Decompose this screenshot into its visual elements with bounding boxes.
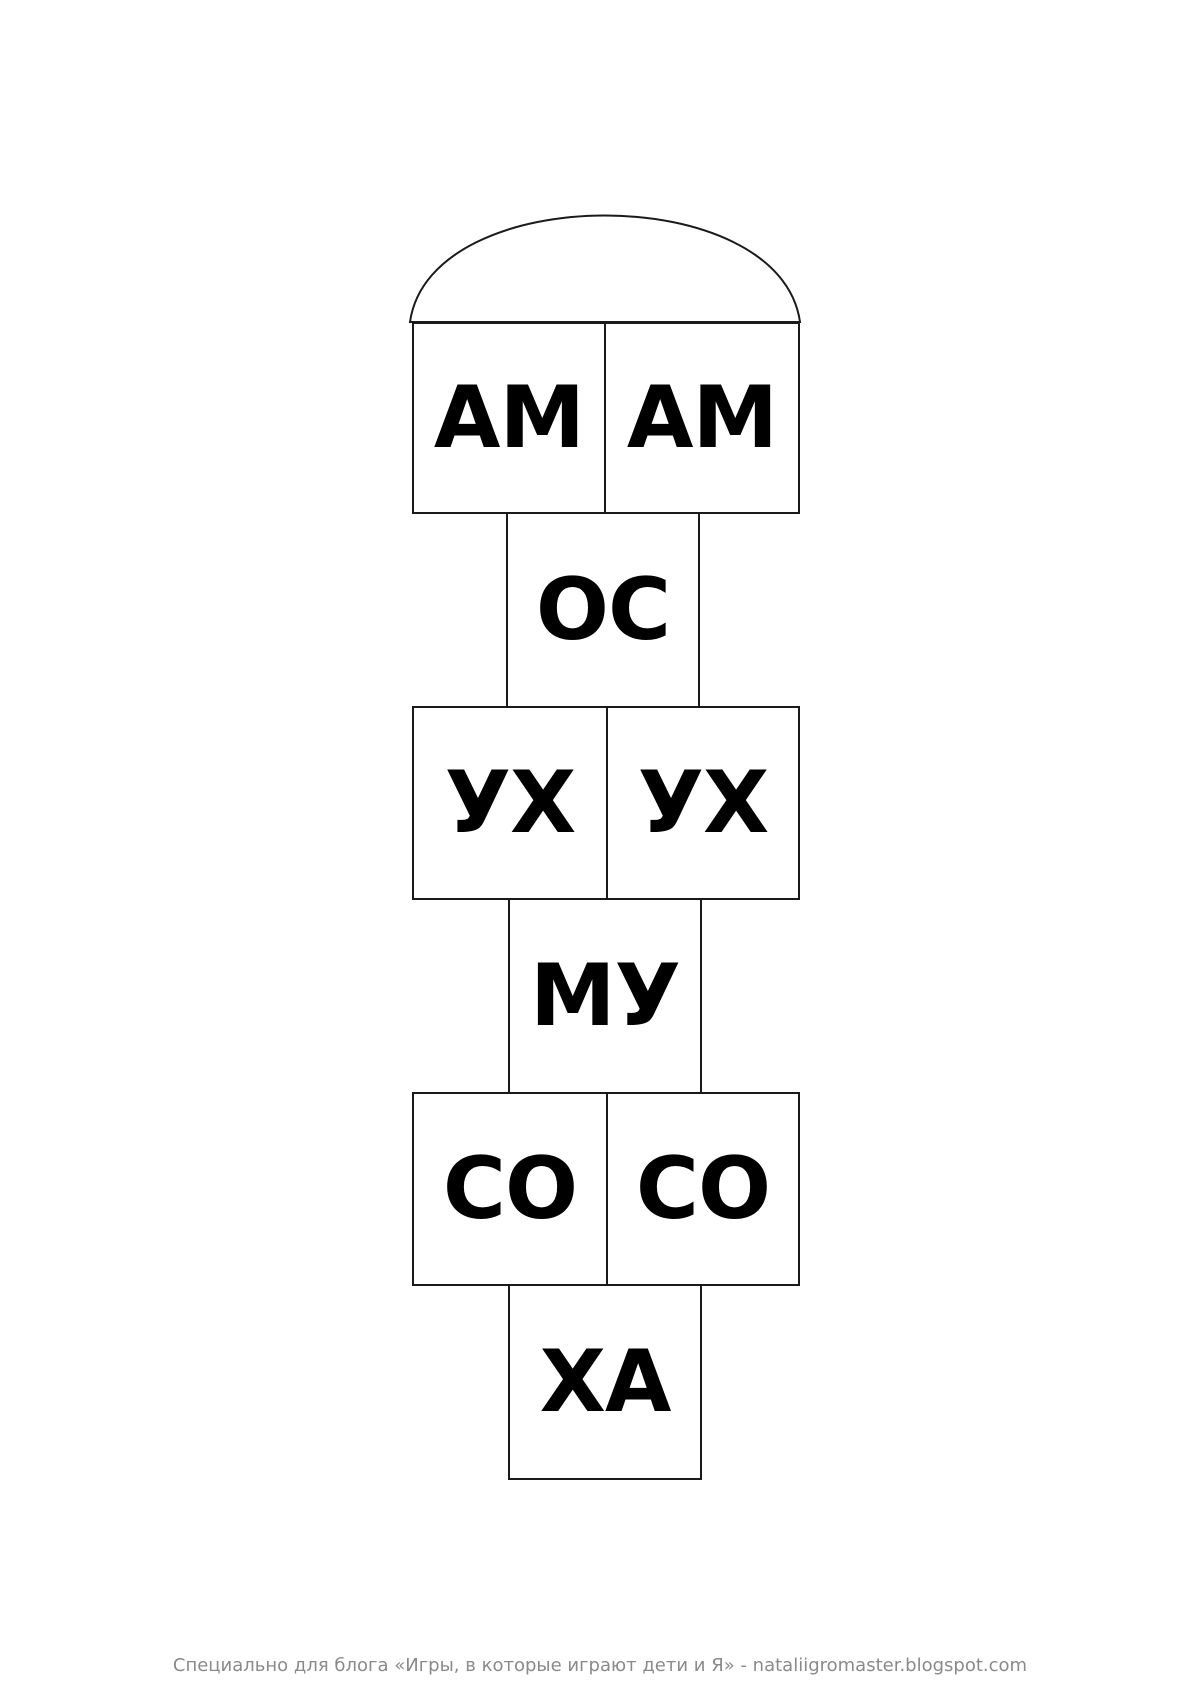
hopscotch-cell-row5-right: СО — [606, 1092, 800, 1286]
footer-credit: Специально для блога «Игры, в которые иг… — [172, 1655, 1028, 1676]
hopscotch-cell-row3-right: УХ — [606, 706, 800, 900]
hopscotch-cell-row5-left: СО — [412, 1092, 608, 1286]
hopscotch-cell-row4-center: МУ — [508, 898, 702, 1094]
hopscotch-cell-row3-left: УХ — [412, 706, 608, 900]
hopscotch-cell-row6-center: ХА — [508, 1284, 702, 1480]
hopscotch-cell-row1-left: АМ — [412, 322, 606, 514]
hopscotch-cell-row2-center: ОС — [506, 512, 700, 708]
hopscotch-cell-row1-right: АМ — [604, 322, 800, 514]
